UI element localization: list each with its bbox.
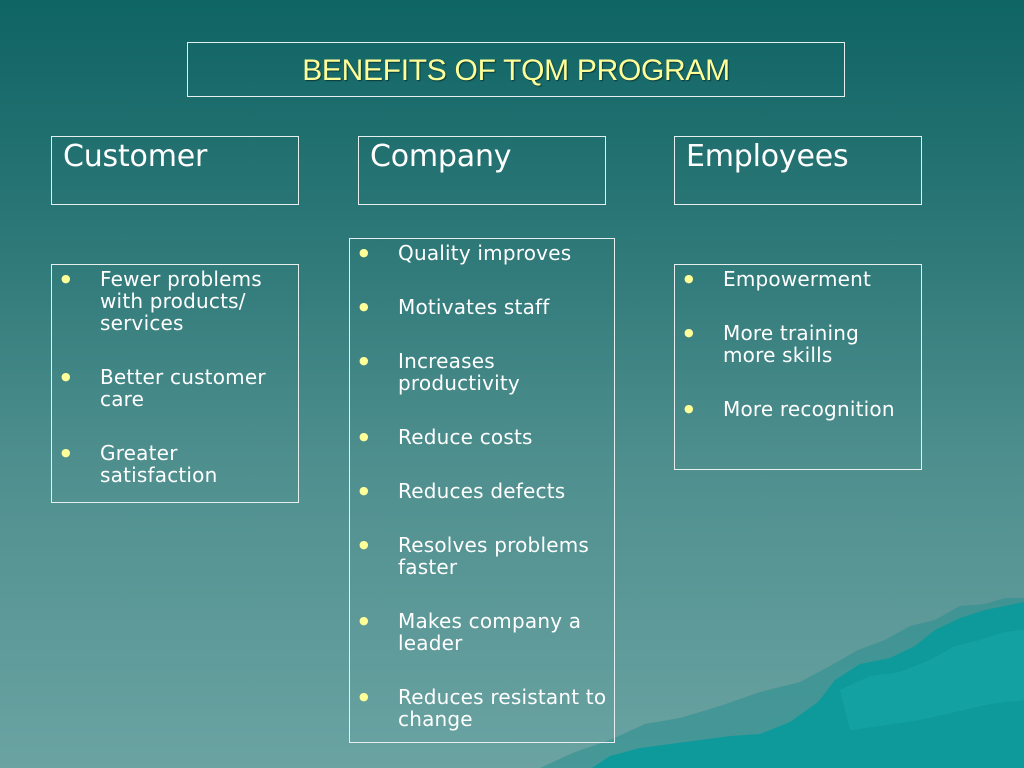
list-item: ● Fewer problems with products/ services: [52, 268, 298, 334]
list-item: ● Empowerment: [675, 268, 921, 290]
list-item-text: Resolves problems faster: [398, 533, 590, 579]
bullet-icon: ●: [61, 370, 71, 383]
mountain-front-shape: [592, 602, 1024, 768]
list-item: ● Makes company a leader: [350, 610, 614, 654]
list-item-text: Empowerment: [723, 267, 872, 291]
bullet-icon: ●: [359, 354, 369, 367]
list-item: ● Quality improves: [350, 242, 614, 264]
list-item: ● Increases productivity: [350, 350, 614, 394]
list-item-text: Increases productivity: [398, 349, 520, 395]
list-item-text: Fewer problems with products/ services: [100, 267, 262, 335]
list-item: ● Motivates staff: [350, 296, 614, 318]
list-item: ● More training more skills: [675, 322, 921, 366]
employees-heading: Employees: [686, 139, 849, 174]
list-item: ● More recognition: [675, 398, 921, 420]
bullet-icon: ●: [359, 246, 369, 259]
customer-benefits-list: ●Fewer problems with products/ services …: [51, 264, 299, 503]
bullet-icon: ●: [684, 272, 694, 285]
list-item: ● Better customer care: [52, 366, 298, 410]
company-heading-box: Company: [358, 136, 606, 205]
customer-heading: Customer: [63, 139, 208, 174]
company-heading: Company: [370, 139, 512, 174]
bullet-icon: ●: [359, 614, 369, 627]
bullet-icon: ●: [61, 446, 71, 459]
list-item-text: Quality improves: [398, 241, 572, 265]
list-item-text: Reduces defects: [398, 479, 566, 503]
bullet-icon: ●: [61, 272, 71, 285]
title-box: BENEFITS OF TQM PROGRAM: [187, 42, 845, 97]
list-item-text: Greater satisfaction: [100, 441, 218, 487]
bullet-icon: ●: [684, 326, 694, 339]
list-item: ● Greater satisfaction: [52, 442, 298, 486]
list-item: ● Resolves problems faster: [350, 534, 614, 578]
list-item: ● Reduce costs: [350, 426, 614, 448]
list-item-text: Makes company a leader: [398, 609, 582, 655]
bullet-icon: ●: [359, 538, 369, 551]
list-item: ● Reduces defects: [350, 480, 614, 502]
list-item-text: Reduce costs: [398, 425, 533, 449]
customer-heading-box: Customer: [51, 136, 299, 205]
list-item-text: Better customer care: [100, 365, 266, 411]
employees-heading-box: Employees: [674, 136, 922, 205]
list-item: ● Reduces resistant to change: [350, 686, 614, 730]
slide-title: BENEFITS OF TQM PROGRAM: [302, 54, 730, 87]
bullet-icon: ●: [359, 484, 369, 497]
list-item-text: Reduces resistant to change: [398, 685, 607, 731]
mountain-ridge-shape: [840, 630, 1024, 730]
bullet-icon: ●: [359, 300, 369, 313]
bullet-icon: ●: [359, 430, 369, 443]
bullet-icon: ●: [359, 690, 369, 703]
list-item-text: Motivates staff: [398, 295, 550, 319]
company-benefits-list: ● Quality improves ● Motivates staff ● Incr…: [349, 238, 615, 743]
bullet-icon: ●: [684, 402, 694, 415]
list-item-text: More training more skills: [723, 321, 860, 367]
list-item-text: More recognition: [723, 397, 895, 421]
employees-benefits-list: ●Empowerment ●More training more skills …: [674, 264, 922, 470]
